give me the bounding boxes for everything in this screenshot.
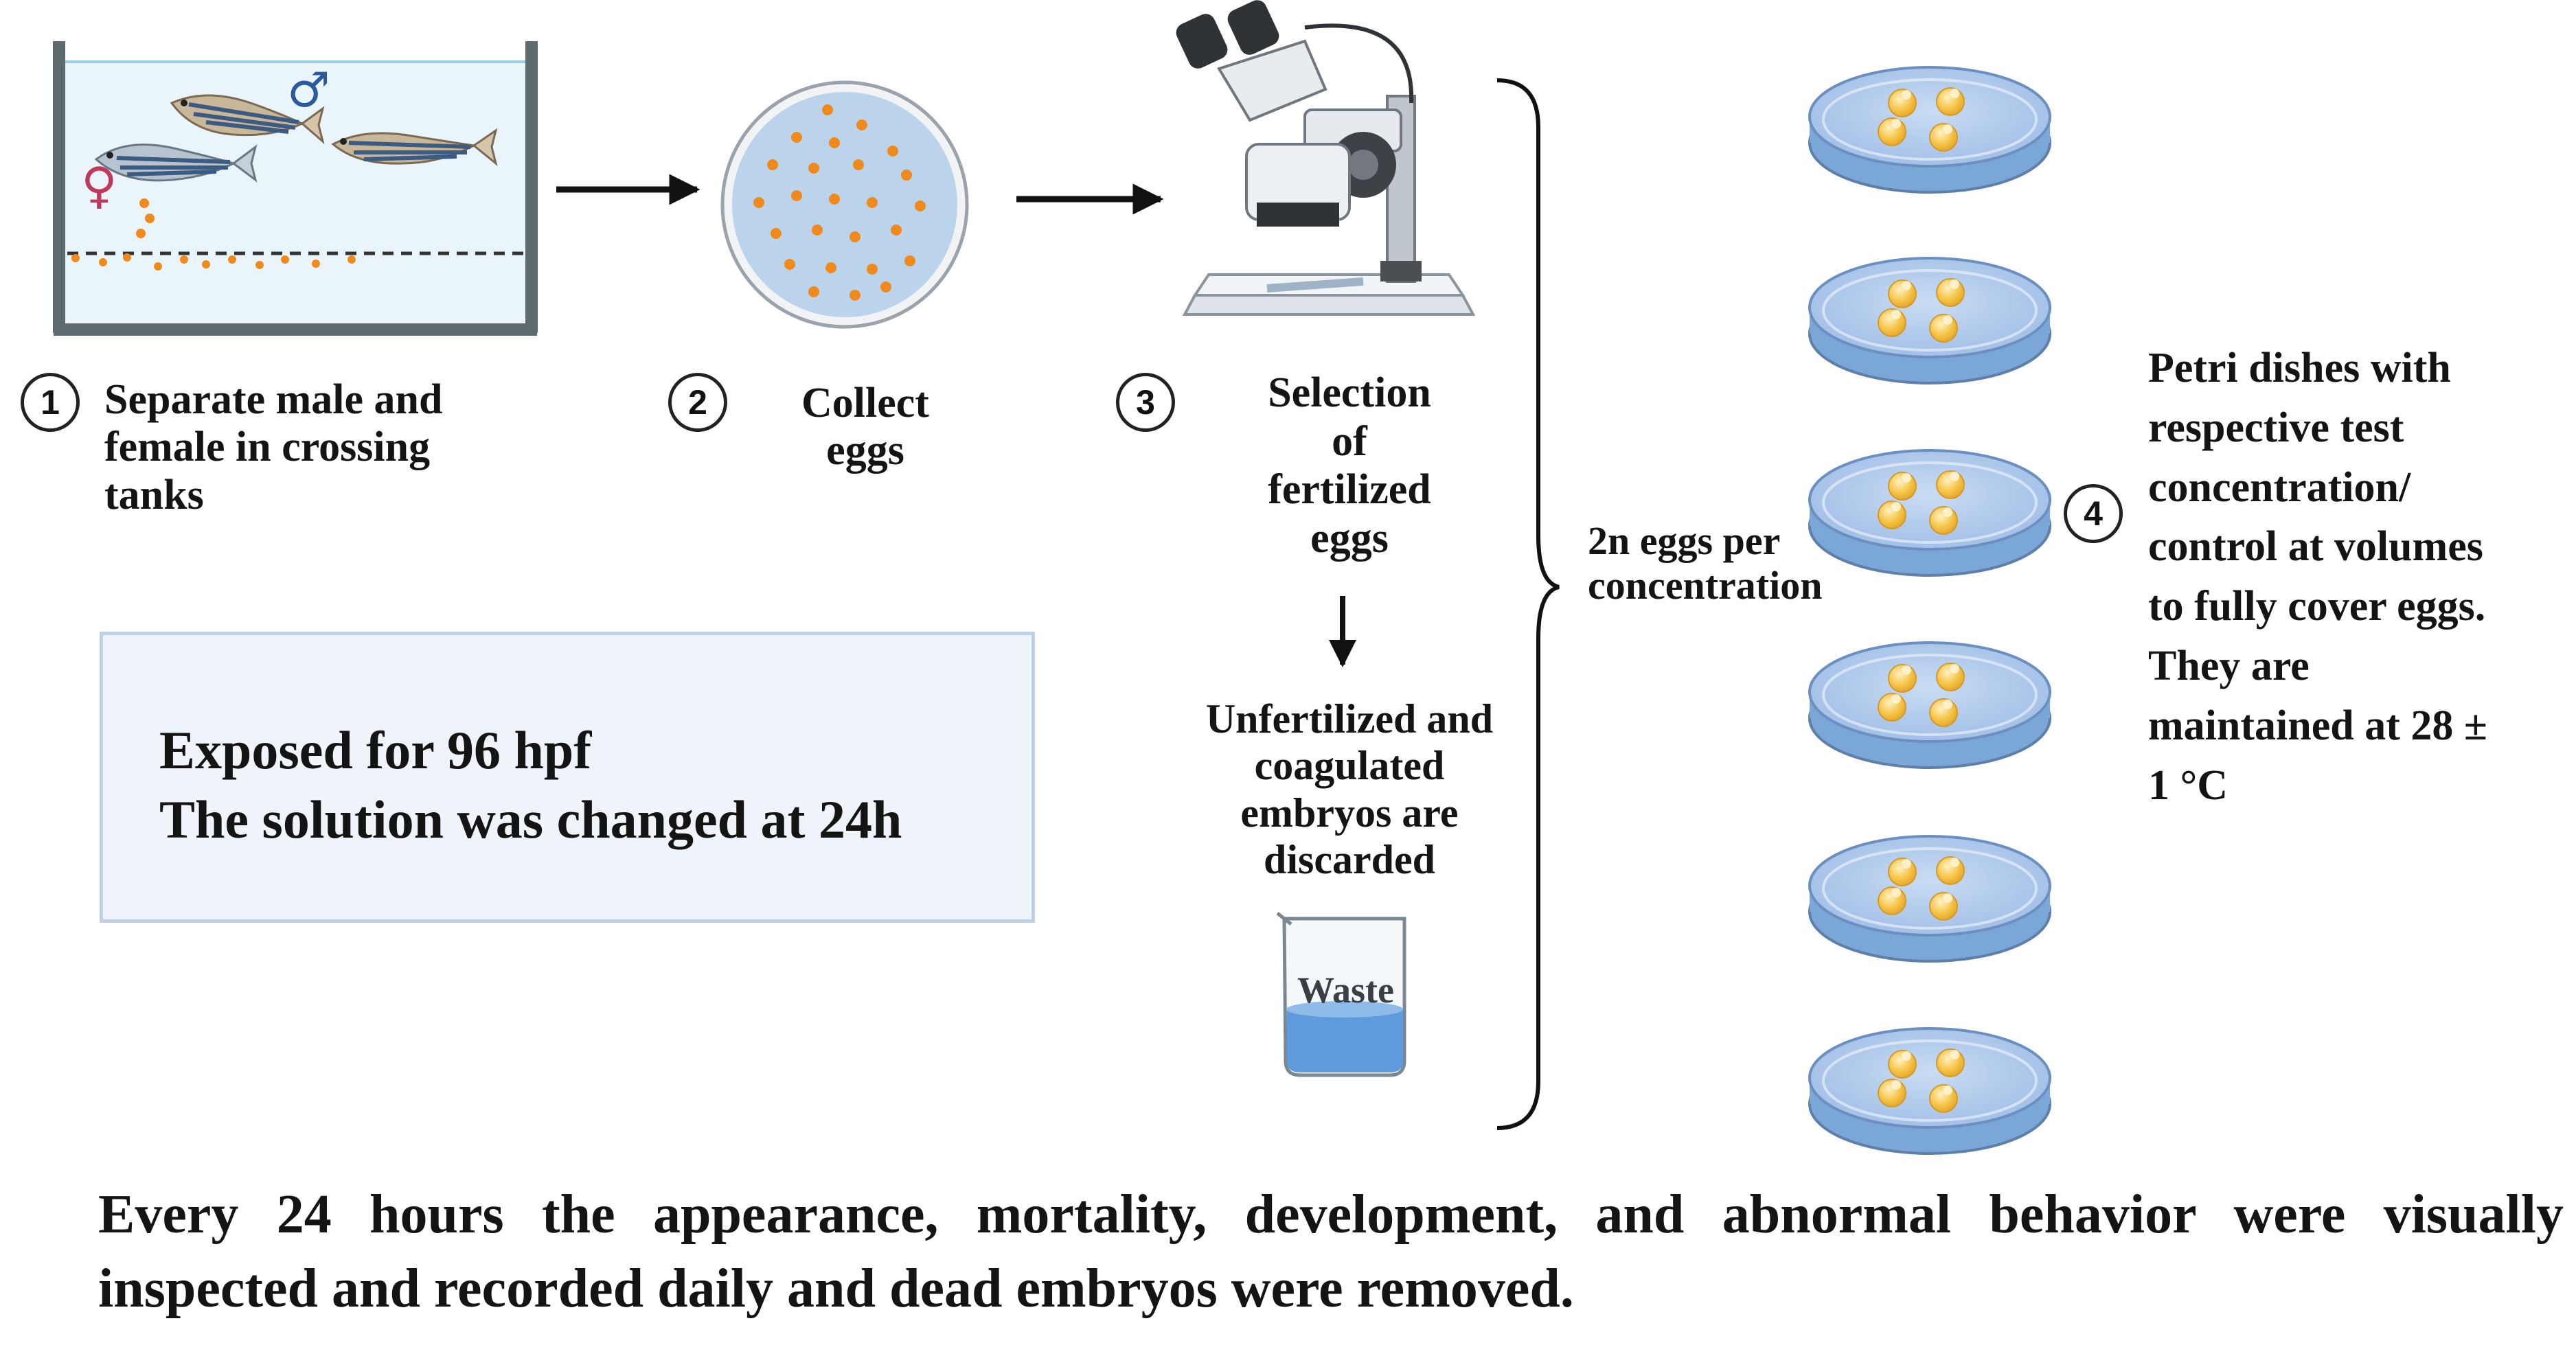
embryo-icon [1936,1048,1965,1077]
embryo-icon [1888,664,1917,693]
female-zebrafish-icon [94,143,258,183]
embryo-icon [1888,472,1917,501]
exposure-info-box: Exposed for 96 hpf The solution was chan… [100,632,1035,923]
exposure-line-1: Exposed for 96 hpf [159,720,592,780]
embryo-icon [1878,117,1906,146]
embryo-icon [1936,278,1965,307]
petri-dish-icon [1808,641,2051,769]
male-zebrafish-icon-2 [331,128,498,167]
embryo-icon [1929,1084,1958,1113]
male-zebrafish-icon [170,94,325,145]
male-symbol-icon: ♂ [287,62,330,118]
embryo-icon [1936,470,1965,499]
embryo-icon [1878,1079,1906,1107]
footer-description: Every 24 hours the appearance, mortality… [98,1177,2564,1326]
exposure-line-2: The solution was changed at 24h [159,790,902,849]
embryo-icon [1878,886,1906,915]
eggs-per-concentration-label: 2n eggs per concentration [1588,518,1823,608]
embryo-icon [1929,892,1958,921]
petri-dish-icon [1808,449,2051,577]
embryo-icon [1888,279,1917,308]
embryo-icon [1929,698,1958,727]
collected-eggs-icon [753,104,926,301]
stereo-microscope-icon [1176,0,1476,316]
embryo-icon [1878,693,1906,722]
petri-dish-icon [1808,257,2051,384]
petri-dishes-column [1808,66,2051,1155]
embryo-icon [1929,314,1958,343]
embryo-icon [1888,1050,1917,1079]
grouping-brace [1496,78,1560,1130]
embryo-icon [1888,89,1917,117]
embryo-icon [1929,123,1958,152]
step-1-badge: 1 [21,373,80,432]
step-2-badge: 2 [668,373,727,432]
petri-dish-icon [1808,66,2051,194]
petri-dish-icon [1808,835,2051,963]
step-4-label: Petri dishes with respective test concen… [2148,345,2487,809]
step-4-badge: 4 [2064,484,2123,543]
footer-line-2: inspected and recorded daily and dead em… [98,1259,1574,1319]
step-2-label: Collect eggs [801,380,929,474]
embryo-icon [1929,506,1958,535]
embryo-icon [1888,858,1917,886]
step-3-badge: 3 [1116,373,1175,432]
embryo-icon [1936,856,1965,885]
female-symbol-icon: ♀ [81,157,117,214]
waste-beaker-icon [1276,912,1406,1077]
discard-note: Unfertilized and coagulated embryos are … [1205,696,1494,883]
waste-label: Waste [1297,969,1394,1011]
crossing-tank-icon [53,41,538,336]
embryo-icon [1878,308,1906,337]
step-1-label: Separate male and female in crossing tan… [104,376,443,518]
embryo-icon [1936,663,1965,691]
embryo-icon [1936,87,1965,116]
footer-line-1: Every 24 hours the appearance, mortality… [98,1184,2564,1245]
step-3-label: Selection of fertilized eggs [1268,369,1431,562]
embryo-icon [1878,501,1906,529]
fish-eggs-in-tank-icon [71,198,356,271]
petri-dish-icon [1808,1027,2051,1155]
